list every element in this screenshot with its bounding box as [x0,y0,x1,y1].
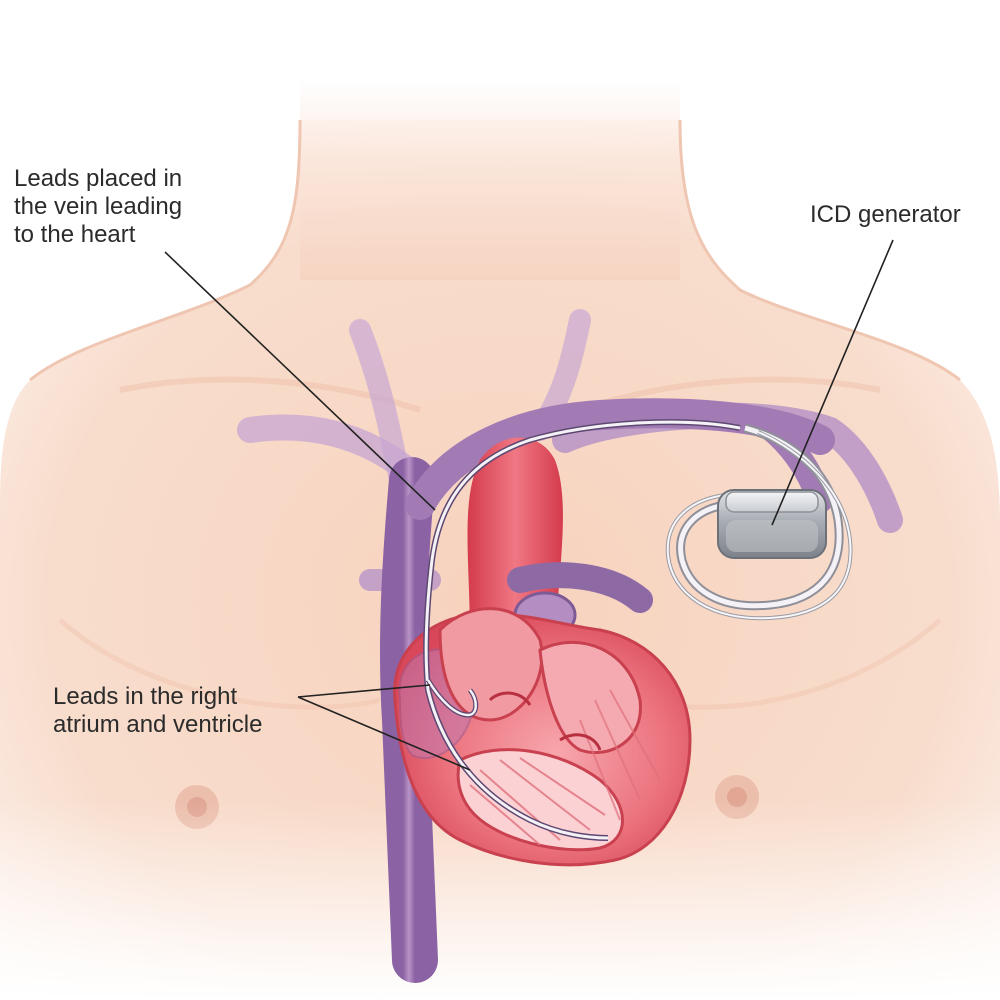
pointer-line-icd [771,239,894,526]
label-leads-vein-line-1: Leads placed in [14,165,183,192]
pointer-lines [164,239,894,771]
label-icd-generator-text: ICD generator [810,201,961,228]
label-icd-generator: ICD generator [810,201,961,229]
lead-wires-illustration [423,419,853,841]
label-leads-chambers-line-2: atrium and ventricle [53,711,263,738]
pointer-line-atrium [297,684,431,698]
label-leads-vein: Leads placed in the vein leading to the … [14,165,182,249]
label-leads-chambers-line-1: Leads in the right [53,683,238,710]
pointer-line-vein [164,251,436,511]
heart-illustration [393,607,692,867]
label-leads-chambers: Leads in the right atrium and ventricle [53,683,262,739]
label-leads-vein-line-3: to the heart [14,221,136,248]
pointer-line-ventricle [297,696,471,771]
label-leads-vein-line-2: the vein leading [14,193,183,220]
